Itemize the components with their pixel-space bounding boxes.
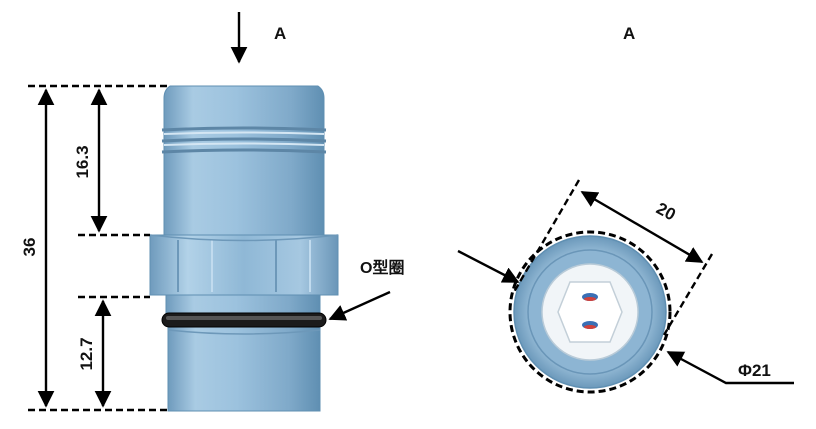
dim-lower-length-label: 12.7 bbox=[77, 337, 96, 370]
pin-top bbox=[582, 293, 598, 301]
hex-socket bbox=[557, 281, 623, 343]
hex-nut bbox=[149, 234, 339, 296]
thread-grooves bbox=[161, 126, 327, 154]
dim-total-height-label: 36 bbox=[20, 238, 39, 257]
dim-diameter-label: Φ21 bbox=[738, 361, 771, 380]
dim-upper-length-label: 16.3 bbox=[73, 145, 92, 178]
upper-tube bbox=[163, 85, 325, 236]
neck bbox=[165, 294, 321, 315]
view-a-label-left: A bbox=[274, 24, 286, 43]
arrow-right-icon bbox=[457, 249, 520, 284]
o-ring-leader bbox=[328, 290, 391, 321]
pin-bottom bbox=[582, 321, 598, 329]
dimension-hex-width bbox=[512, 179, 714, 336]
lower-tube bbox=[167, 325, 321, 412]
connector-side-view bbox=[149, 85, 339, 412]
dimension-extension-lines bbox=[28, 84, 170, 412]
dim-hex-width-label: 20 bbox=[653, 199, 679, 225]
view-a-label-right: A bbox=[623, 24, 635, 43]
o-ring-label: O型圈 bbox=[360, 259, 404, 277]
diameter-leader bbox=[666, 350, 794, 385]
